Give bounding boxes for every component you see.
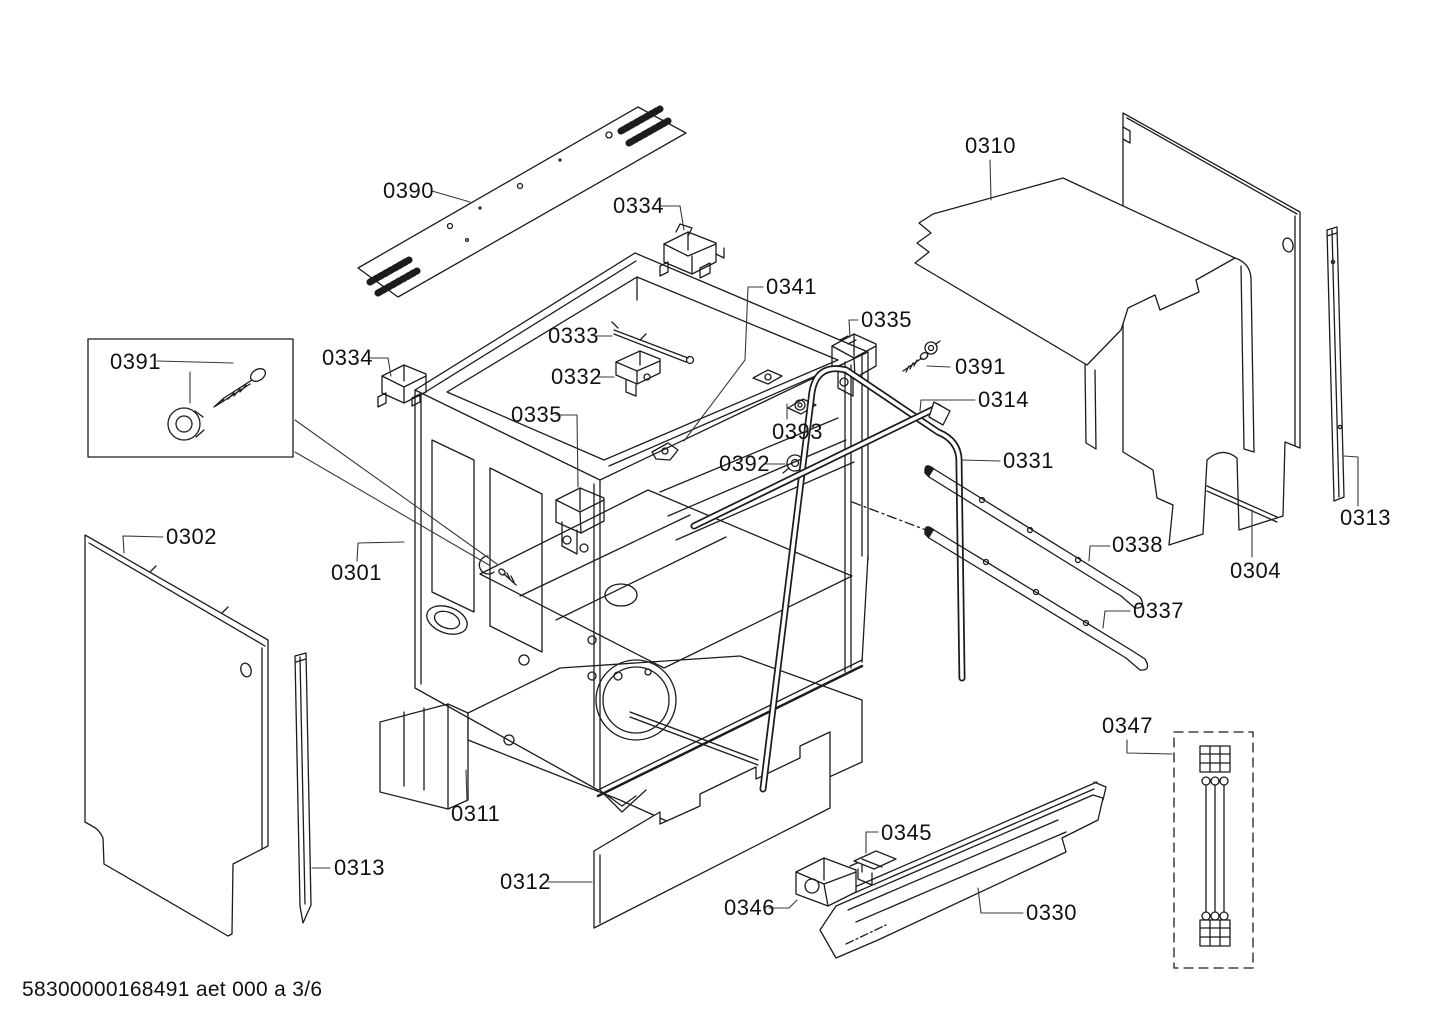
part-label-0314: 0314 <box>978 387 1029 412</box>
screw-0391-right-part <box>902 340 941 373</box>
part-label-0333: 0333 <box>548 323 599 348</box>
tub-0301-part <box>414 252 869 813</box>
part-label-0335-right: 0335 <box>861 307 912 332</box>
side-panel-0304-part <box>1122 112 1301 546</box>
part-label-0335-left: 0335 <box>511 402 562 427</box>
part-label-0346: 0346 <box>724 895 775 920</box>
document-number-footer: 58300000168491 aet 000 a 3/6 <box>22 978 323 1001</box>
latch-0332-part <box>615 350 661 397</box>
part-label-0391-right: 0391 <box>955 354 1006 379</box>
part-label-0334-left: 0334 <box>322 345 373 370</box>
grommet-0392-part <box>782 454 804 474</box>
part-label-0313-left: 0313 <box>334 855 385 880</box>
insulation-mat-0310-part <box>914 177 1255 453</box>
panel-0330-part <box>819 781 1107 959</box>
alignment-dash-line <box>851 501 927 531</box>
part-label-0345: 0345 <box>881 820 932 845</box>
bracket-0335-right-part <box>831 333 877 397</box>
part-label-0390: 0390 <box>383 178 434 203</box>
part-label-0331: 0331 <box>1003 448 1054 473</box>
part-label-0302: 0302 <box>166 524 217 549</box>
part-label-0312: 0312 <box>500 869 551 894</box>
part-label-0332: 0332 <box>551 364 602 389</box>
part-label-0311: 0311 <box>451 801 501 826</box>
rail-0314-part <box>690 401 951 530</box>
part-label-0347: 0347 <box>1102 713 1153 738</box>
top-panel-0390-part <box>357 105 687 298</box>
clip-0345-part <box>853 850 897 886</box>
part-label-0310: 0310 <box>965 133 1016 158</box>
part-label-0341: 0341 <box>766 274 817 299</box>
part-label-0393: 0393 <box>772 419 823 444</box>
part-label-0304: 0304 <box>1230 558 1281 583</box>
part-label-0338: 0338 <box>1112 532 1163 557</box>
foam-strip-0312-part <box>593 731 831 929</box>
bracket-0334-top-part <box>659 223 725 279</box>
bracket-0335-left-part <box>555 487 605 555</box>
leader-lines <box>122 159 1359 914</box>
part-label-0391-inset: 0391 <box>110 349 161 374</box>
pump-0346-part <box>795 857 863 907</box>
strip-0313-left-part <box>294 652 312 924</box>
part-label-0334-top: 0334 <box>613 193 664 218</box>
rail-0337-part <box>924 526 1149 671</box>
part-label-0392: 0392 <box>719 451 770 476</box>
strip-0313-right-part <box>1326 226 1345 502</box>
part-label-0337: 0337 <box>1133 598 1184 623</box>
part-label-0330: 0330 <box>1026 900 1077 925</box>
spray-duct-0333-part <box>611 321 695 365</box>
rail-0338-part <box>924 465 1144 609</box>
part-label-0301: 0301 <box>331 560 382 585</box>
frame-0331-part <box>759 365 966 793</box>
clamp-0393-part <box>787 398 817 415</box>
part-label-0313-right: 0313 <box>1340 505 1391 530</box>
hose-kit-0347-part <box>1173 731 1254 969</box>
inset-box-0391-part <box>87 338 294 458</box>
bracket-0334-left-part <box>377 364 427 408</box>
door-panel-0302-part <box>84 534 269 937</box>
screw-in-tub-part <box>478 555 517 586</box>
